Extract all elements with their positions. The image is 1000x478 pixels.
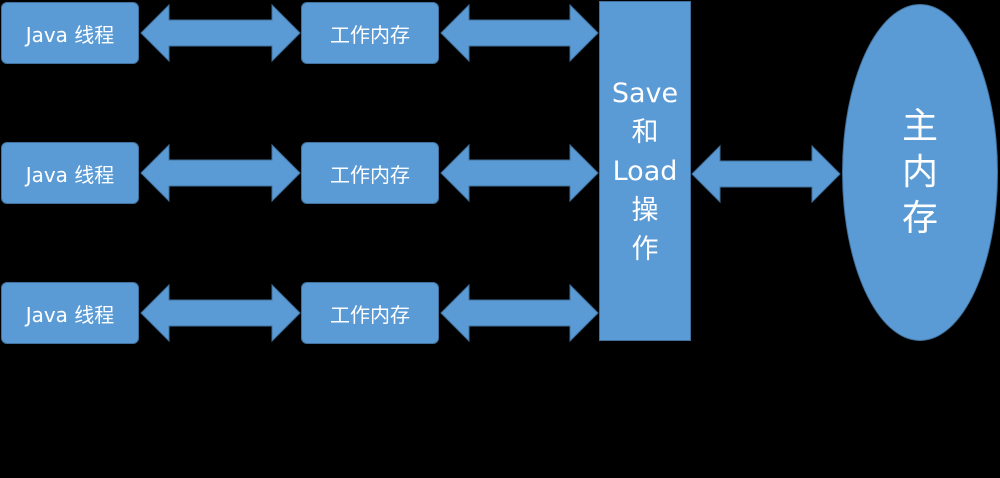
operation-label-line: 操	[631, 194, 659, 226]
java-thread-label: Java 线程	[25, 162, 115, 187]
working-memory-label: 工作内存	[330, 302, 410, 327]
operation-label-line: Save	[611, 77, 679, 109]
main-memory-label-line: 主	[901, 105, 938, 147]
working-memory-label: 工作内存	[330, 162, 410, 187]
working-memory-label: 工作内存	[330, 22, 410, 47]
save-load-operation-node: Save 和 Load 操 作	[599, 1, 691, 341]
working-memory-node-3: 工作内存	[301, 282, 439, 344]
java-thread-label: Java 线程	[25, 302, 115, 327]
double-arrow	[140, 283, 301, 343]
main-memory-label-line: 内	[901, 151, 938, 193]
working-memory-node-1: 工作内存	[301, 2, 439, 64]
double-arrow	[440, 143, 599, 203]
double-arrow	[440, 3, 599, 63]
working-memory-node-2: 工作内存	[301, 142, 439, 204]
java-thread-node-3: Java 线程	[1, 282, 139, 344]
java-thread-node-1: Java 线程	[1, 2, 139, 64]
main-memory-node: 主 内 存	[842, 4, 998, 341]
operation-label-line: Load	[612, 155, 678, 187]
double-arrow	[140, 3, 301, 63]
operation-label-line: 作	[631, 233, 659, 265]
double-arrow	[140, 143, 301, 203]
operation-label-line: 和	[631, 116, 659, 148]
double-arrow	[691, 144, 841, 204]
java-thread-node-2: Java 线程	[1, 142, 139, 204]
double-arrow	[440, 283, 599, 343]
java-thread-label: Java 线程	[25, 22, 115, 47]
main-memory-label-line: 存	[901, 197, 938, 239]
